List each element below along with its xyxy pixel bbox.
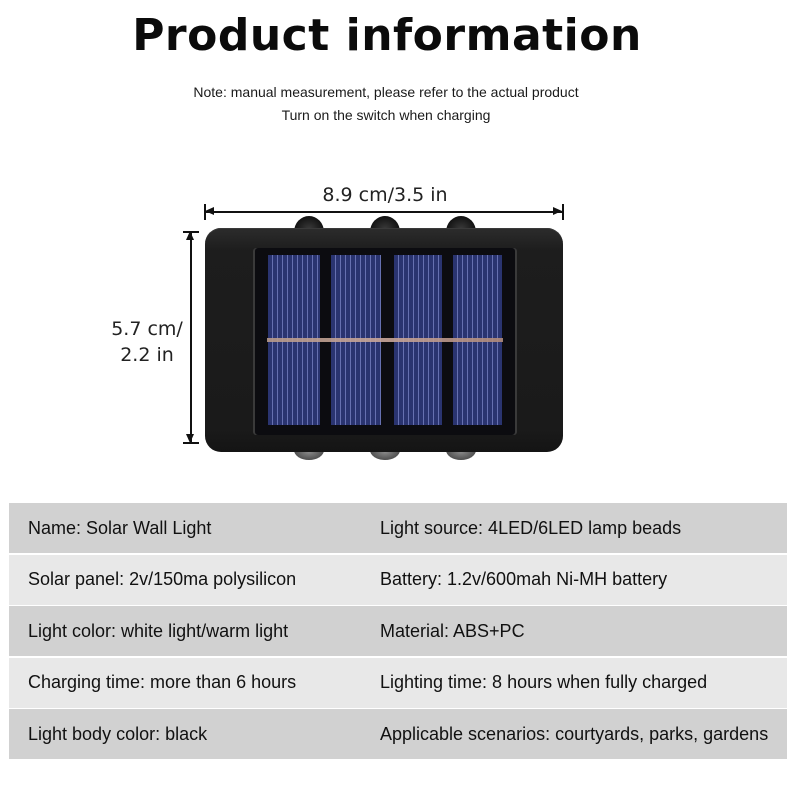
spec-name: Name: Solar Wall Light [28,517,212,538]
arrow-up-icon [186,231,194,240]
arrow-down-icon [186,434,194,443]
spec-applicable-scenarios: Applicable scenarios: courtyards, parks,… [380,723,769,744]
height-label-line1: 5.7 cm/ [111,318,183,340]
measurement-note: Note: manual measurement, please refer t… [193,84,579,100]
spec-row: Name: Solar Wall Light Light source: 4LE… [9,503,787,553]
led-bottom-1 [294,450,324,460]
led-bottom-2 [370,450,400,460]
spec-lighting-time: Lighting time: 8 hours when fully charge… [380,672,708,692]
spec-body-color: Light body color: black [28,723,208,744]
spec-charging-time: Charging time: more than 6 hours [28,672,297,692]
arrow-right-icon [553,207,562,215]
spec-light-color: Light color: white light/warm light [28,620,289,641]
spec-row: Light body color: black Applicable scena… [9,709,787,759]
spec-material: Material: ABS+PC [380,620,525,641]
height-dimension-line [190,231,192,442]
width-dimension-tick-left [204,204,206,220]
page-title: Product information [132,10,642,61]
height-label-line2: 2.2 in [120,344,174,366]
charging-note: Turn on the switch when charging [281,107,491,123]
spec-light-source: Light source: 4LED/6LED lamp beads [380,517,682,538]
width-dimension-line [205,211,563,213]
solar-light-product-image [205,228,563,452]
spec-solar-panel: Solar panel: 2v/150ma polysilicon [28,569,297,589]
width-dimension-label: 8.9 cm/3.5 in [322,184,448,206]
width-dimension-tick-right [562,204,564,220]
spec-table: Name: Solar Wall Light Light source: 4LE… [9,503,787,761]
height-dimension-label: 5.7 cm/ 2.2 in [102,316,192,368]
led-bottom-3 [446,450,476,460]
spec-row: Light color: white light/warm light Mate… [9,606,787,656]
arrow-left-icon [205,207,214,215]
spec-battery: Battery: 1.2v/600mah Ni-MH battery [380,569,668,589]
spec-row: Solar panel: 2v/150ma polysilicon Batter… [9,554,787,605]
solar-busbar [267,338,503,342]
spec-row: Charging time: more than 6 hours Lightin… [9,657,787,708]
solar-panel [253,248,517,435]
